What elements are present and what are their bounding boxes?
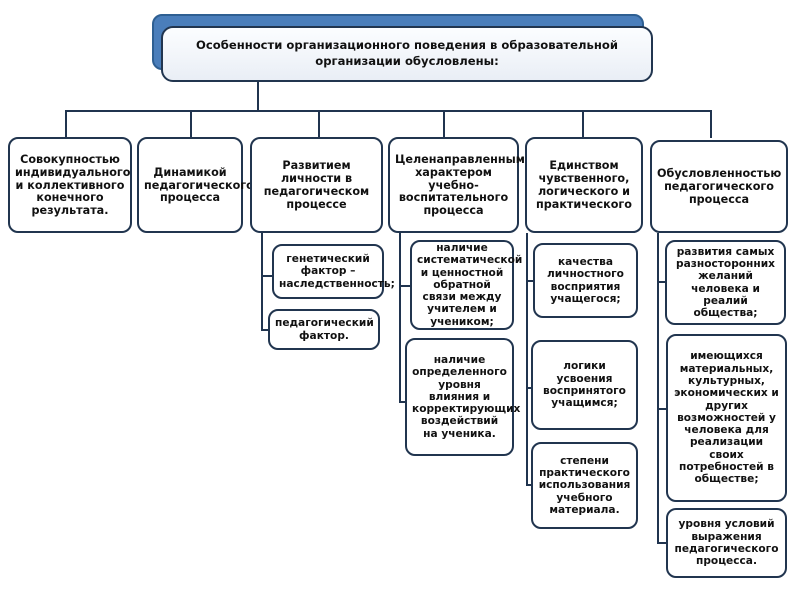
branch-node-3[interactable]: Развитием личности в педагогическом проц… bbox=[250, 137, 383, 233]
branch-label-5: Единством чувственного, логического и пр… bbox=[536, 159, 632, 211]
connector-spine-3 bbox=[261, 233, 263, 330]
branch-label-6: Обусловленностью педагогического процесс… bbox=[657, 167, 782, 206]
child-label-6-1: развития самых разносторонних желаний че… bbox=[676, 245, 775, 320]
child-label-6-3: уровня условий выражения педагогического… bbox=[674, 518, 779, 568]
child-label-5-2: логики усвоения воспринятого учащимся; bbox=[543, 360, 626, 410]
connector-stub-3-1 bbox=[261, 275, 273, 277]
connector-stub-6-1 bbox=[657, 281, 669, 283]
child-label-4-1: наличие систематической и ценностной обр… bbox=[417, 242, 523, 328]
branch-node-2[interactable]: Динамикой педагогического процесса bbox=[137, 137, 254, 233]
connector-drop-1 bbox=[65, 110, 67, 138]
connector-root-stem bbox=[257, 82, 259, 111]
child-label-6-2: имеющихся материальных, культурных, экон… bbox=[674, 350, 779, 486]
child-label-4-2: наличие определенного уровня влияния и к… bbox=[412, 354, 521, 440]
title-box: Особенности организационного поведения в… bbox=[161, 26, 653, 82]
connector-stub-3-2 bbox=[261, 329, 273, 331]
connector-stub-6-3 bbox=[657, 542, 669, 544]
branch-node-4[interactable]: Целенаправленным характером учебно-воспи… bbox=[388, 137, 525, 233]
branch-label-2: Динамикой педагогического процесса bbox=[144, 165, 254, 205]
child-node-4-2[interactable]: наличие определенного уровня влияния и к… bbox=[405, 338, 521, 456]
branch-node-6[interactable]: Обусловленностью педагогического процесс… bbox=[650, 140, 788, 233]
child-label-5-3: степени практического использования учеб… bbox=[538, 454, 631, 516]
child-label-3-2: педагогический фактор. bbox=[275, 317, 374, 342]
child-node-3-2[interactable]: педагогический фактор. bbox=[268, 309, 380, 350]
child-node-5-3[interactable]: степени практического использования учеб… bbox=[531, 442, 638, 529]
connector-spine-6 bbox=[657, 233, 659, 543]
branch-node-5[interactable]: Единством чувственного, логического и пр… bbox=[525, 137, 643, 233]
title-text: Особенности организационного поведения в… bbox=[196, 38, 618, 68]
branch-node-1[interactable]: Совокупностью индивидуального и коллекти… bbox=[8, 137, 132, 233]
child-node-6-3[interactable]: уровня условий выражения педагогического… bbox=[666, 508, 787, 578]
connector-drop-6 bbox=[710, 110, 712, 138]
connector-spine-5 bbox=[526, 233, 528, 485]
branch-label-1: Совокупностью индивидуального и коллекти… bbox=[15, 152, 131, 218]
child-label-5-1: качества личностного восприятия учащегос… bbox=[547, 255, 624, 305]
child-node-6-1[interactable]: развития самых разносторонних желаний че… bbox=[665, 240, 786, 325]
child-node-5-1[interactable]: качества личностного восприятия учащегос… bbox=[533, 243, 638, 318]
branch-label-3: Развитием личности в педагогическом проц… bbox=[263, 159, 370, 211]
connector-stub-5-1 bbox=[526, 280, 538, 282]
connector-spine-4 bbox=[399, 233, 401, 403]
child-node-3-1[interactable]: генетический фактор – наследственность; bbox=[272, 244, 395, 299]
child-label-3-1: генетический фактор – наследственность; bbox=[279, 253, 395, 290]
connector-drop-5 bbox=[582, 110, 584, 138]
connector-root-bar bbox=[65, 110, 712, 112]
child-node-6-2[interactable]: имеющихся материальных, культурных, экон… bbox=[666, 334, 787, 502]
connector-stub-6-2 bbox=[657, 408, 669, 410]
child-node-4-1[interactable]: наличие систематической и ценностной обр… bbox=[410, 240, 523, 330]
child-node-5-2[interactable]: логики усвоения воспринятого учащимся; bbox=[531, 340, 638, 430]
connector-stub-4-1 bbox=[399, 285, 411, 287]
branch-label-4: Целенаправленным характером учебно-воспи… bbox=[395, 152, 525, 218]
connector-drop-4 bbox=[443, 110, 445, 138]
connector-drop-3 bbox=[318, 110, 320, 138]
connector-drop-2 bbox=[190, 110, 192, 138]
